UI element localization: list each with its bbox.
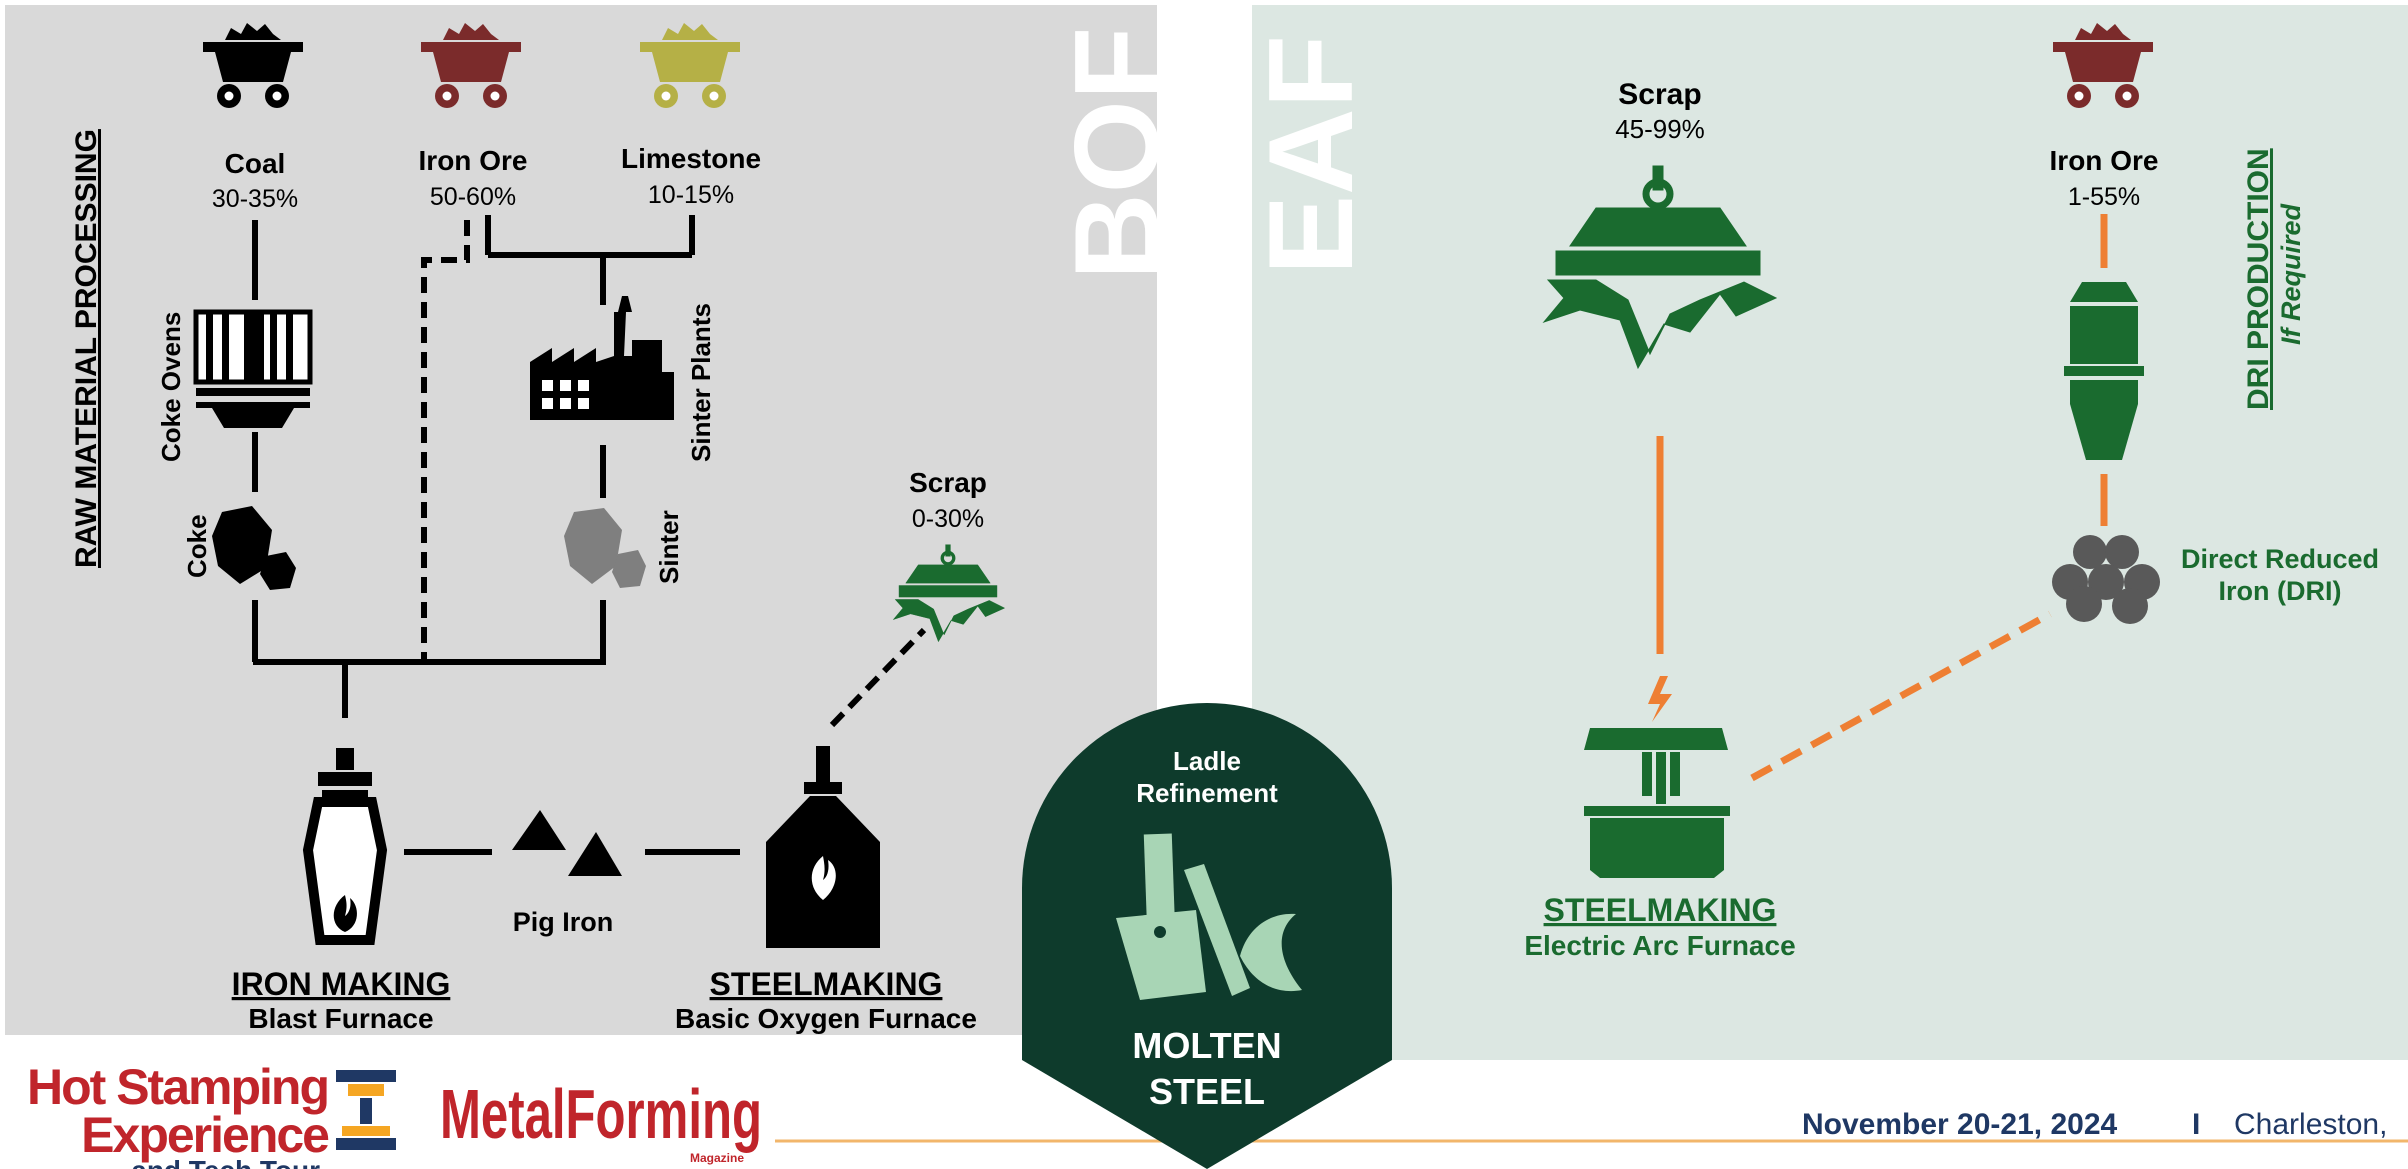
ladle-refinement-line2: Refinement	[1136, 778, 1278, 808]
eaf-connectors	[1656, 214, 2108, 782]
iron-making-subtitle: Blast Furnace	[248, 1003, 433, 1034]
eaf-iron-ore-label: Iron Ore	[2050, 145, 2159, 176]
coke-label: Coke	[182, 514, 212, 578]
dri-label-line2: Iron (DRI)	[2219, 576, 2342, 606]
eaf-panel	[1252, 5, 2408, 1060]
iron-making-title: IRON MAKING	[232, 966, 451, 1002]
sinter-plants-label: Sinter Plants	[686, 303, 716, 462]
sinter-icon	[564, 508, 646, 588]
coke-ovens-icon	[193, 309, 313, 428]
sinter-plant-icon	[530, 296, 674, 420]
molten-steel-shield: Ladle Refinement MOLTEN STEEL	[1022, 703, 1392, 1169]
eaf-iron-ore-percentage: 1-55%	[2068, 183, 2140, 211]
dri-pellets-icon	[2052, 535, 2160, 624]
electric-arc-furnace-icon	[1584, 676, 1730, 878]
bof-scrap-percentage: 0-30%	[912, 505, 984, 533]
bof-steelmaking-subtitle: Basic Oxygen Furnace	[675, 1003, 977, 1034]
dri-label-line1: Direct Reduced	[2181, 544, 2379, 574]
blast-furnace-icon	[302, 748, 388, 945]
eaf-steelmaking-title: STEELMAKING	[1544, 892, 1777, 928]
hot-stamping-logo-line1: Hot Stamping	[27, 1059, 328, 1115]
pig-iron-icon	[512, 810, 622, 876]
hot-stamping-logo-line3: and Tech Tour	[131, 1155, 320, 1169]
iron-ore-label: Iron Ore	[419, 145, 528, 176]
event-location: Charleston,	[2234, 1108, 2387, 1141]
molten-steel-line1: MOLTEN	[1132, 1025, 1281, 1066]
coal-label: Coal	[225, 148, 286, 179]
sinter-label: Sinter	[654, 510, 684, 584]
coke-icon	[212, 506, 296, 590]
eaf-watermark: EAF	[1244, 35, 1378, 275]
bof-scrap-label: Scrap	[909, 467, 987, 498]
eaf-scrap-label: Scrap	[1618, 78, 1701, 111]
eaf-steelmaking-subtitle: Electric Arc Furnace	[1524, 930, 1795, 961]
bof-connectors	[252, 215, 740, 855]
raw-material-processing-title: RAW MATERIAL PROCESSING	[70, 129, 103, 568]
dri-production-subtitle: If Required	[2276, 203, 2306, 345]
hot-stamping-logo-line2: Experience	[81, 1107, 329, 1163]
bof-watermark: BOF	[1050, 27, 1184, 280]
dri-production-title: DRI PRODUCTION	[2242, 148, 2275, 410]
metalforming-logo-text: MetalForming	[440, 1075, 762, 1153]
eaf-scrap-percentage: 45-99%	[1615, 114, 1705, 144]
event-date: November 20-21, 2024	[1802, 1108, 2118, 1141]
limestone-label: Limestone	[621, 143, 761, 174]
metalforming-logo: MetalForming Magazine	[440, 1075, 762, 1165]
bof-steelmaking-title: STEELMAKING	[710, 966, 943, 1002]
ladle-refinement-line1: Ladle	[1173, 746, 1241, 776]
limestone-percentage: 10-15%	[648, 181, 734, 209]
pig-iron-label: Pig Iron	[513, 907, 614, 937]
press-icon	[336, 1070, 396, 1150]
metalforming-magazine-tag: Magazine	[690, 1151, 744, 1165]
coal-percentage: 30-35%	[212, 185, 298, 213]
ladle-icon	[1116, 833, 1302, 1000]
basic-oxygen-furnace-icon	[766, 746, 880, 948]
hot-stamping-logo: Hot Stamping Experience and Tech Tour	[27, 1059, 396, 1169]
iron-ore-dashed-connector	[421, 220, 927, 728]
dri-shaft-furnace-icon	[2064, 282, 2144, 460]
coke-ovens-label: Coke Ovens	[156, 312, 186, 462]
iron-ore-percentage: 50-60%	[430, 183, 516, 211]
footer-separator: I	[2192, 1108, 2200, 1141]
molten-steel-line2: STEEL	[1149, 1071, 1265, 1112]
